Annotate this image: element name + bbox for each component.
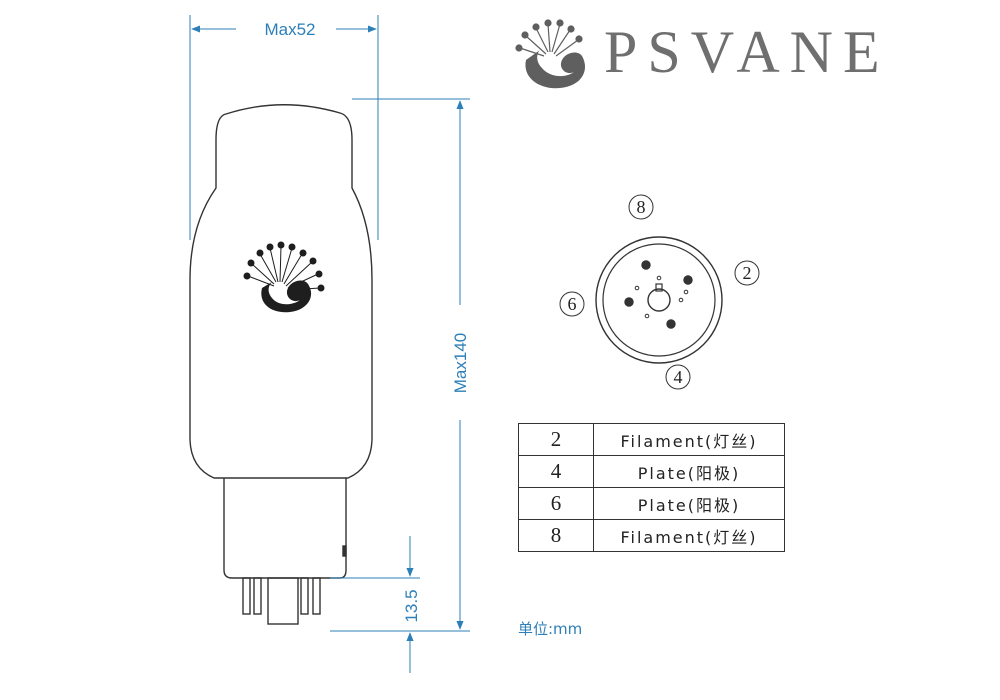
svg-text:6: 6 <box>568 294 577 314</box>
svg-text:2: 2 <box>743 263 752 283</box>
socket-pin-label-2: 2 <box>734 260 760 286</box>
pin-number: 8 <box>518 519 594 552</box>
glass-envelope <box>189 104 373 479</box>
socket-bottom-view <box>595 236 723 364</box>
table-row: 2 Filament(灯丝) <box>518 423 785 456</box>
width-label: Max52 <box>264 20 315 39</box>
base-key-notch <box>342 545 347 557</box>
pin-function: Filament(灯丝) <box>593 423 785 456</box>
width-dimension <box>189 15 379 240</box>
pin-key-post <box>267 577 299 625</box>
svg-text:8: 8 <box>637 197 646 217</box>
svg-text:4: 4 <box>674 367 683 387</box>
pin-function: Filament(灯丝) <box>593 519 785 552</box>
pin-center-left <box>253 577 262 615</box>
height-dimension <box>330 98 470 632</box>
pin-function: Plate(阳极) <box>593 455 785 488</box>
tube-base <box>223 478 347 579</box>
table-row: 4 Plate(阳极) <box>518 455 785 488</box>
pin-center-right <box>300 577 309 615</box>
tube-outline <box>189 104 373 625</box>
pin-left <box>242 577 251 615</box>
tube-logo-icon <box>243 241 325 313</box>
socket-pin-label-8: 8 <box>628 194 654 220</box>
pin-number: 4 <box>518 455 594 488</box>
socket-center-key <box>647 288 671 312</box>
brand-name: PSVANE <box>604 19 890 85</box>
unit-note: 单位:mm <box>518 620 583 638</box>
height-label: Max140 <box>451 333 470 393</box>
pin-length-dimension <box>330 536 420 673</box>
table-row: 6 Plate(阳极) <box>518 487 785 520</box>
pin-number: 2 <box>518 423 594 456</box>
pin-function-table: 2 Filament(灯丝) 4 Plate(阳极) 6 Plate(阳极) 8… <box>518 423 785 552</box>
pin-length-label: 13.5 <box>402 589 421 622</box>
socket-pins <box>624 260 693 329</box>
socket-pin-label-6: 6 <box>559 291 585 317</box>
pin-right <box>312 577 321 615</box>
socket-pin-label-4: 4 <box>665 364 691 390</box>
pin-function: Plate(阳极) <box>593 487 785 520</box>
table-row: 8 Filament(灯丝) <box>518 519 785 552</box>
brand-logo-icon <box>515 19 586 89</box>
pin-number: 6 <box>518 487 594 520</box>
